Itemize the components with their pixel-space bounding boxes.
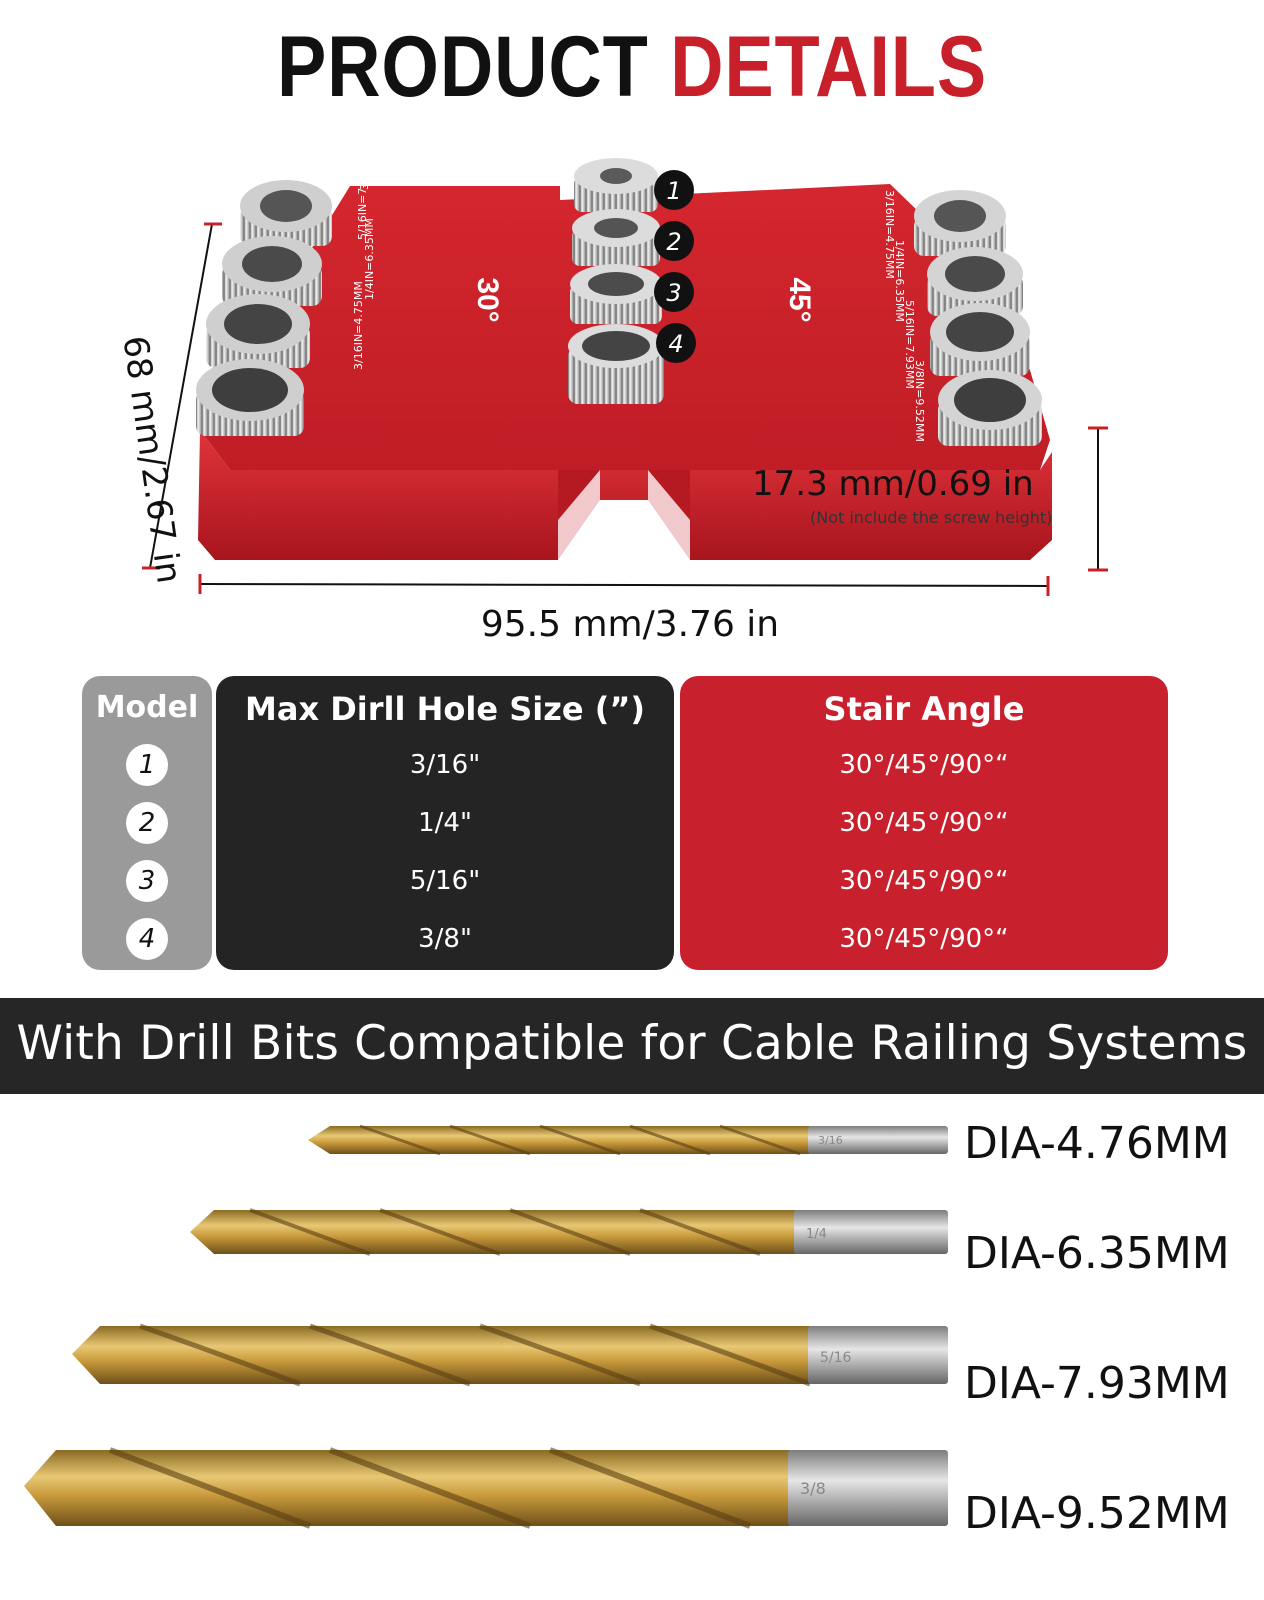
model-badge: 2 [126,802,168,844]
banner-text: With Drill Bits Compatible for Cable Rai… [16,1016,1248,1071]
svg-text:3/8: 3/8 [800,1479,826,1498]
svg-text:3/16: 3/16 [818,1134,843,1147]
stair-angle-header: Stair Angle [823,690,1025,728]
model-badge: 3 [126,860,168,902]
compatibility-banner: With Drill Bits Compatible for Cable Rai… [0,998,1264,1094]
badge-2: 2 [666,228,681,256]
stair-angle-cell: 30°/45°/90°“ [839,866,1009,896]
stair-angle-cell: 30°/45°/90°“ [839,808,1009,838]
svg-text:1/4: 1/4 [806,1227,827,1242]
angle-label-30: 30° [471,277,504,322]
svg-text:5/16: 5/16 [820,1350,852,1366]
thickness-dimension-label: 17.3 mm/0.69 in [752,464,1034,504]
hole-size-header: Max Dirll Hole Size (”) [245,690,645,728]
badge-4: 4 [668,330,683,358]
stair-angle-column: Stair Angle 30°/45°/90°“ 30°/45°/90°“ 30… [680,676,1168,970]
width-dimension-label: 95.5 mm/3.76 in [480,604,780,645]
hole-size-cell: 3/16" [409,750,481,780]
hole-size-cell: 5/16" [409,866,481,896]
svg-text:3/8IN=9.52MM: 3/8IN=9.52MM [913,360,926,442]
svg-text:1/4IN=6.35MM: 1/4IN=6.35MM [363,218,376,300]
right-engravings: 3/16IN=4.75MM 1/4IN=6.35MM 5/16IN=7.93MM… [883,190,926,442]
svg-text:1/4IN=6.35MM: 1/4IN=6.35MM [893,240,906,322]
drill-bit-9-52mm: 3/8 [24,1447,948,1529]
left-engravings: 3/16IN=4.75MM 1/4IN=6.35MM 5/16IN=7.93MM… [352,108,376,370]
hole-size-column: Max Dirll Hole Size (”) 3/16" 1/4" 5/16"… [216,676,674,970]
drill-bit-7-93mm: 5/16 [72,1323,948,1387]
model-column: Model 1 2 3 4 [82,676,212,970]
hole-size-cell: 1/4" [418,808,472,838]
model-badge: 4 [126,918,168,960]
right-bushings [914,190,1042,446]
model-badge: 1 [126,744,168,786]
dimension-lines [149,223,1099,587]
left-bushings [196,180,332,436]
badge-3: 3 [666,279,681,307]
svg-text:5/16IN=7.93MM: 5/16IN=7.93MM [356,151,369,240]
svg-text:3/16IN=4.75MM: 3/16IN=4.75MM [352,281,365,370]
jig-front-face [198,430,1052,560]
title-word-details: DETAILS [670,19,988,115]
bit-label-6-35mm: DIA-6.35MM [964,1228,1230,1279]
bit-label-4-76mm: DIA-4.76MM [964,1118,1230,1169]
stair-angle-cell: 30°/45°/90°“ [839,750,1009,780]
badge-1: 1 [666,177,681,205]
thickness-note: (Not include the screw height) [810,508,1053,527]
dimension-ticks [142,222,1108,596]
drill-bit-6-35mm: 1/4 [190,1208,948,1256]
drill-bits-illustration: 3/16 1/4 5/16 3/8 [24,1124,948,1529]
stair-angle-cell: 30°/45°/90°“ [839,924,1009,954]
dowel-jig-illustration: 30° 45° 3/16IN=4.75MM 1/4IN=6.35MM 5/16I… [142,108,1108,596]
page-title: PRODUCT DETAILS [88,18,1175,117]
svg-text:3/8IN=9.52MM: 3/8IN=9.52MM [358,108,371,190]
center-bushings [568,158,664,404]
svg-text:5/16IN=7.93MM: 5/16IN=7.93MM [903,300,916,389]
bushing-number-badges: 1 2 3 4 [654,170,696,363]
bit-label-9-52mm: DIA-9.52MM [964,1488,1230,1539]
title-word-product: PRODUCT [276,19,649,115]
model-header: Model [95,690,199,725]
drill-bit-4-76mm: 3/16 [308,1124,948,1156]
angle-label-45: 45° [783,277,816,322]
bit-label-7-93mm: DIA-7.93MM [964,1358,1230,1409]
hole-size-cell: 3/8" [418,924,472,954]
svg-text:3/16IN=4.75MM: 3/16IN=4.75MM [883,190,896,279]
